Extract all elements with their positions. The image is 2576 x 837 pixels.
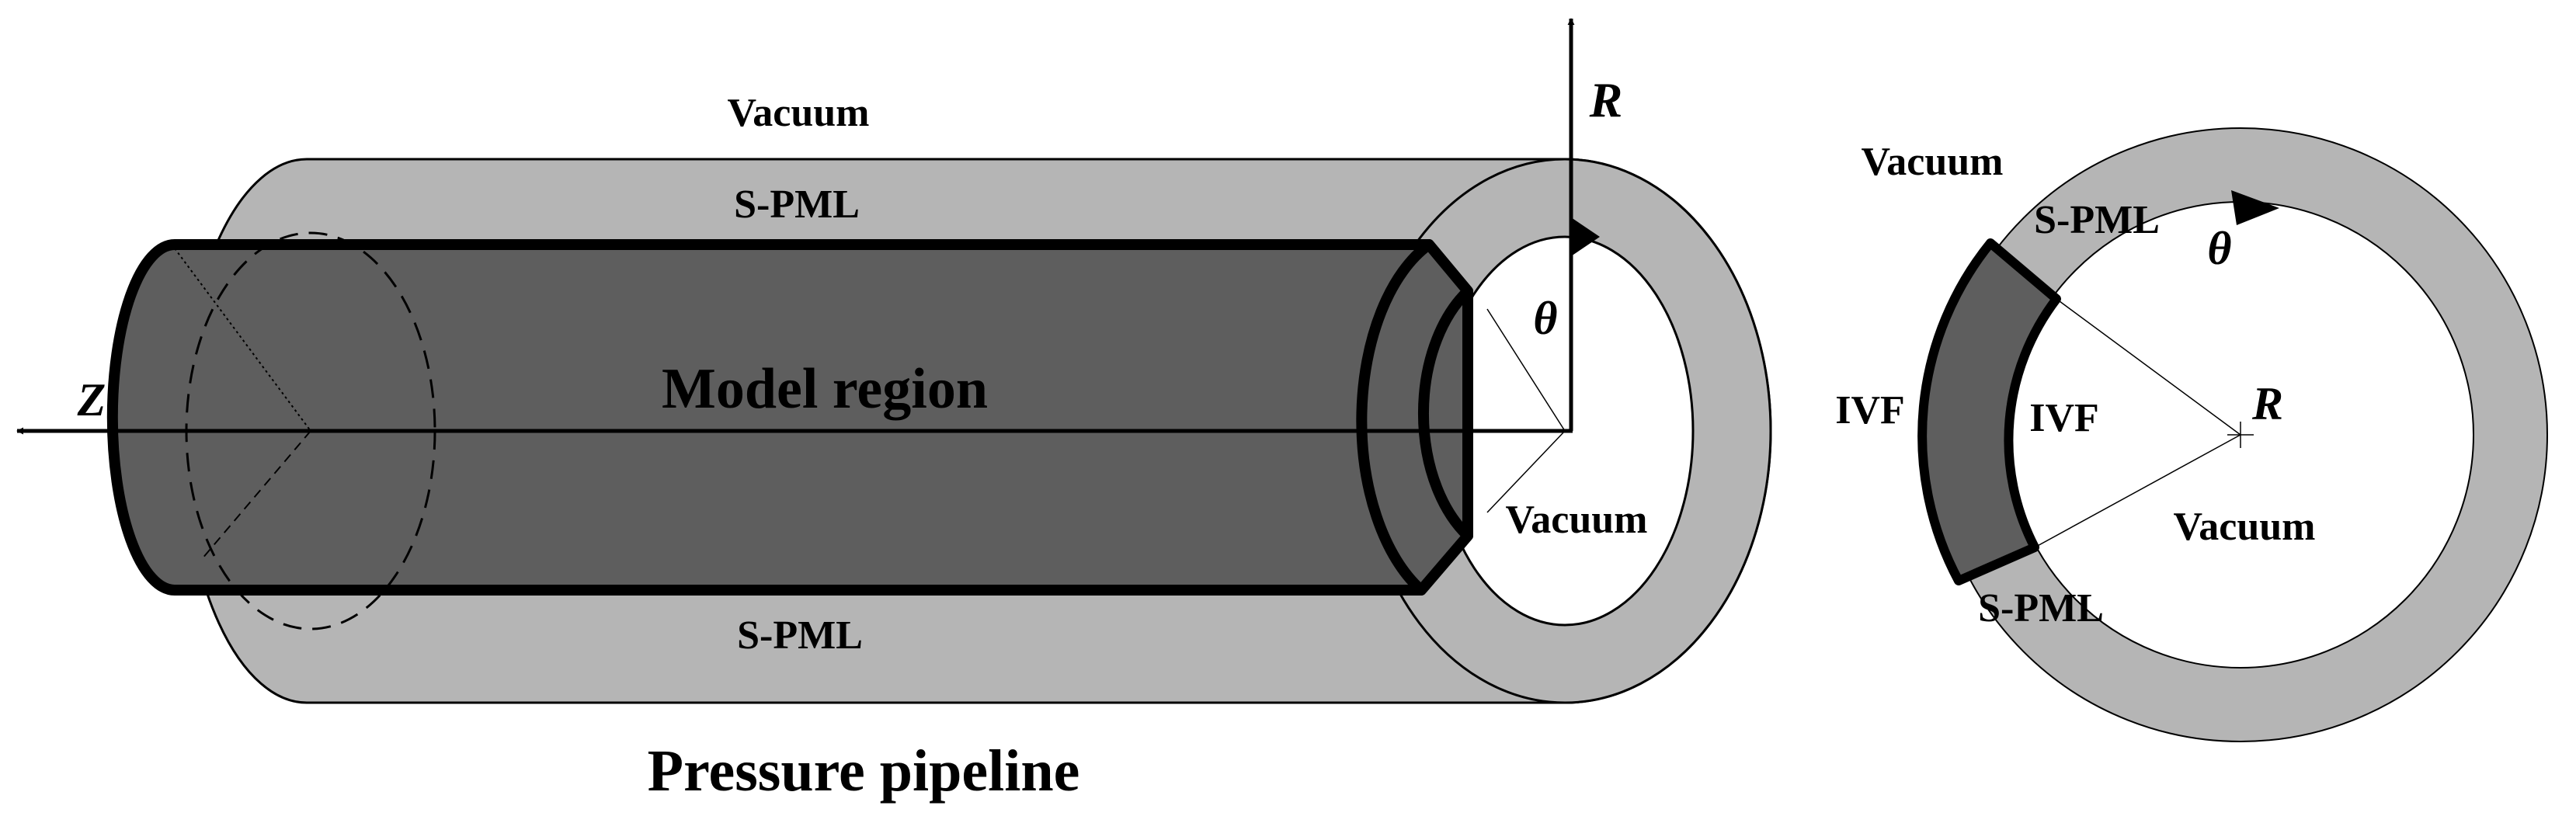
label-spml-bottom: S-PML	[737, 613, 863, 658]
model-region-front-face	[1356, 239, 1473, 596]
label-axis-r: R	[1589, 72, 1623, 127]
caption-pressure-pipeline: Pressure pipeline	[648, 738, 1080, 804]
label-vacuum-inner: Vacuum	[1505, 498, 1647, 542]
cross-radius-line-upper	[2056, 298, 2241, 436]
theta-arrow-icon	[1571, 217, 1600, 256]
front-radius-line-upper	[1486, 308, 1566, 432]
cross-label-vacuum-outer: Vacuum	[1861, 140, 2003, 184]
model-region-body	[106, 239, 1473, 596]
ivf-segment	[1917, 238, 2061, 585]
label-axis-theta: θ	[1533, 293, 1557, 344]
cross-label-ivf-outer: IVF	[1835, 388, 1905, 432]
front-radius-line-lower	[1486, 430, 1566, 513]
pipe-3d-view: Vacuum S-PML Model region S-PML Vacuum Z…	[16, 18, 1772, 804]
cross-label-theta: θ	[2207, 223, 2231, 274]
cross-radius-line-lower	[2034, 434, 2241, 548]
cross-label-spml-top: S-PML	[2034, 198, 2160, 242]
cross-label-r: R	[2251, 378, 2283, 429]
hidden-radius-line-lower	[201, 430, 311, 560]
label-vacuum-top: Vacuum	[727, 91, 869, 135]
label-model-region: Model region	[662, 357, 988, 421]
label-axis-z: Z	[77, 374, 106, 425]
cross-section-view: Vacuum S-PML θ IVF IVF R Vacuum S-PML	[1835, 127, 2548, 742]
cross-label-vacuum-inner: Vacuum	[2173, 505, 2315, 549]
cross-label-spml-bottom: S-PML	[1978, 586, 2104, 630]
cross-theta-arrow-icon	[2231, 190, 2279, 225]
label-spml-top: S-PML	[734, 182, 860, 227]
cross-label-ivf-inner: IVF	[2029, 396, 2099, 440]
